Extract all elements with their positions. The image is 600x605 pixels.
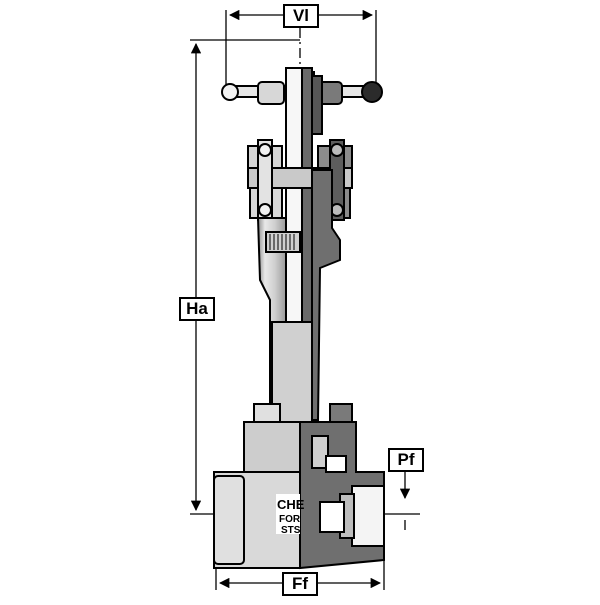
dim-label-ha: Ha (179, 297, 215, 321)
stem (285, 67, 313, 349)
bonnet-bolts (253, 403, 353, 425)
yoke (247, 139, 353, 221)
dim-label-pf: Pf (388, 448, 424, 472)
dim-label-vl-text: Vl (292, 6, 310, 25)
bonnet (256, 217, 313, 423)
body-marking-line1: CHE (277, 497, 305, 512)
dim-label-vl: Vl (283, 4, 319, 28)
dim-label-ff: Ff (282, 572, 318, 596)
dim-label-ff-text: Ff (291, 574, 309, 593)
body-marking-line3: STS (281, 525, 301, 536)
body-marking: CHE FOR STS (276, 494, 305, 536)
dim-label-ha-text: Ha (186, 299, 208, 318)
body-marking-line2: FOR (279, 514, 301, 525)
valve-body (213, 421, 385, 570)
dim-label-pf-text: Pf (397, 450, 415, 469)
bonnet-section (311, 169, 341, 421)
